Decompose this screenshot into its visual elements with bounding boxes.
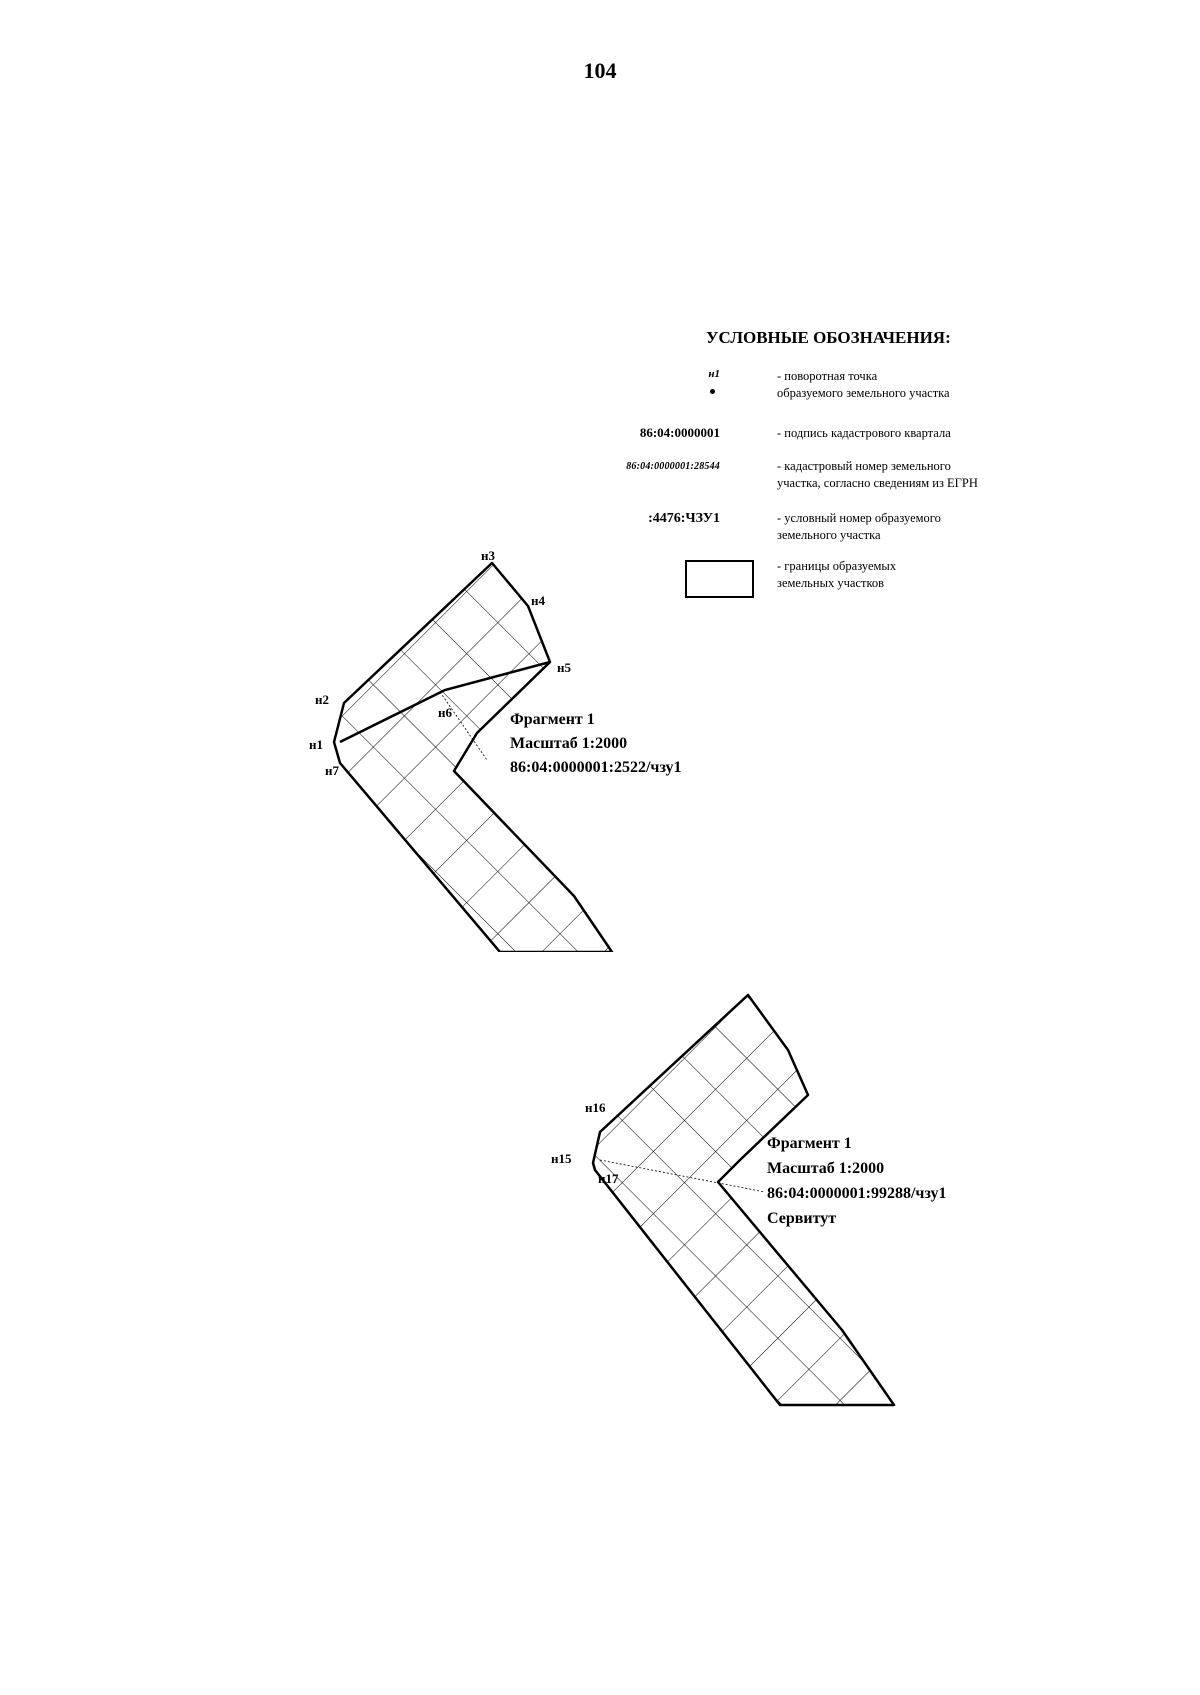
point-label-n15: н15 (551, 1151, 572, 1166)
legend-quarter-description: - подпись кадастрового квартала (777, 426, 951, 440)
legend-boundaries-description: - границы образуемых земельных участков (777, 559, 897, 590)
legend-item-quarter: 86:04:0000001 - подпись кадастрового ква… (640, 425, 1160, 445)
legend-item-boundaries: - границы образуемых земельных участков (640, 558, 1160, 602)
fragment-1-map (332, 561, 614, 952)
legend-point-symbol: н1 (708, 368, 720, 380)
fragment-2-title: Фрагмент 1 (767, 1135, 852, 1152)
fragment-1-parcel (332, 561, 614, 952)
point-label-n1: н1 (309, 737, 323, 752)
fragment-2-leader-line (599, 1159, 766, 1193)
fragment-2-scale: Масштаб 1:2000 (767, 1160, 884, 1177)
legend-conditional-symbol: :4476:ЧЗУ1 (648, 511, 720, 526)
legend-cadastral-symbol: 86:04:0000001:28544 (626, 461, 720, 472)
point-label-n6: н6 (438, 705, 452, 720)
legend-conditional-description: - условный номер образуемого земельного … (777, 511, 941, 542)
page-number: 104 (583, 58, 617, 83)
fragment-2-map (591, 993, 896, 1407)
point-label-n16: н16 (585, 1100, 606, 1115)
fragment-2-parcel (591, 993, 896, 1407)
point-label-n2: н2 (315, 692, 329, 707)
point-label-n4: н4 (531, 593, 545, 608)
fragment-1-scale: Масштаб 1:2000 (510, 735, 627, 752)
legend-quarter-symbol: 86:04:0000001 (639, 425, 720, 440)
fragment-1-title: Фрагмент 1 (510, 711, 595, 728)
legend-title: УСЛОВНЫЕ ОБОЗНАЧЕНИЯ: (706, 328, 951, 347)
legend-cadastral-description: - кадастровый номер земельного участка, … (777, 459, 978, 490)
fragment-1-leader-line (439, 691, 488, 761)
point-label-n17: н17 (598, 1171, 619, 1186)
point-label-n7: н7 (325, 763, 339, 778)
legend-item-conditional-number: :4476:ЧЗУ1 - условный номер образуемого … (640, 510, 1160, 546)
legend-item-cadastral-number: 86:04:0000001:28544 - кадастровый номер … (626, 458, 1160, 494)
fragment-2-cadastral-number: 86:04:0000001:99288/чзу1 (767, 1185, 947, 1202)
point-dot-icon (710, 389, 715, 394)
fragment-1-servitude-line (339, 660, 551, 744)
point-label-n5: н5 (557, 660, 571, 675)
legend-item-point: н1 - поворотная точка образуемого земель… (640, 368, 1160, 408)
fragment-2-servitude-label: Сервитут (767, 1210, 836, 1227)
fragment-1-cadastral-number: 86:04:0000001:2522/чзу1 (510, 759, 682, 776)
boundary-box-icon (685, 560, 754, 598)
point-label-n3: н3 (481, 548, 495, 563)
legend-point-description: - поворотная точка образуемого земельног… (777, 369, 950, 400)
